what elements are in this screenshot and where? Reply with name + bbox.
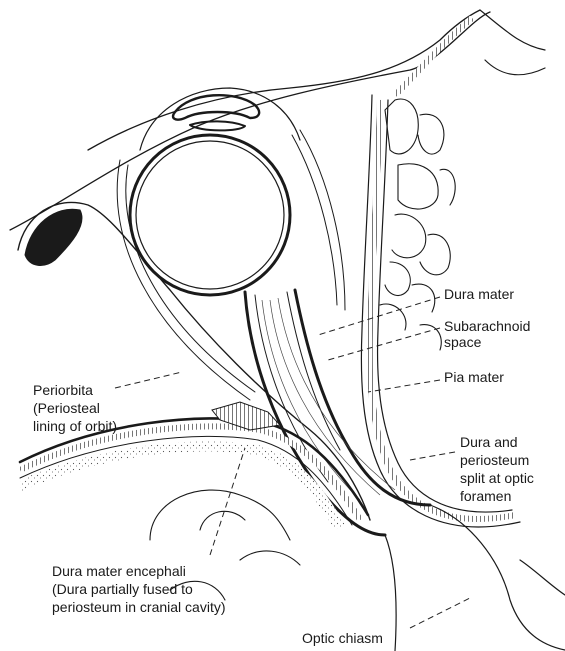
label-dura-periosteum-3: split at optic bbox=[460, 470, 534, 487]
label-dura-encephali-1: Dura mater encephali bbox=[52, 563, 186, 580]
periorbita-right bbox=[300, 130, 345, 310]
leader-dura-periosteum bbox=[410, 452, 455, 460]
frontal-bone-outer bbox=[88, 10, 480, 150]
label-pia-mater: Pia mater bbox=[444, 369, 504, 386]
label-dura-encephali-3: periosteum in cranial cavity) bbox=[52, 599, 226, 616]
label-dura-encephali-2: (Dura partially fused to bbox=[52, 581, 193, 598]
label-optic-chiasm: Optic chiasm bbox=[302, 630, 383, 647]
optic-tract-left bbox=[385, 535, 396, 651]
optic-tract-right bbox=[430, 505, 565, 650]
label-subarachnoid-2: space bbox=[444, 334, 481, 351]
label-periorbita-1: Periorbita bbox=[33, 382, 93, 399]
periorbita-right-2 bbox=[292, 135, 337, 305]
leader-optic-chiasm bbox=[410, 598, 470, 628]
periorbita-left bbox=[117, 160, 250, 400]
chiasm-curve bbox=[520, 560, 565, 595]
label-subarachnoid-1: Subarachnoid bbox=[444, 318, 530, 335]
eyeball bbox=[130, 135, 290, 295]
label-dura-mater: Dura mater bbox=[444, 286, 514, 303]
label-dura-periosteum-4: foramen bbox=[460, 488, 511, 505]
label-dura-periosteum-2: periosteum bbox=[460, 452, 529, 469]
label-periorbita-3: lining of orbit) bbox=[33, 418, 117, 435]
nasal-bone-top bbox=[480, 10, 545, 75]
eyeball-inner bbox=[136, 141, 284, 289]
frontal-wall-band bbox=[395, 18, 472, 95]
leader-dura-encephali bbox=[210, 448, 245, 555]
label-dura-periosteum-1: Dura and bbox=[460, 434, 518, 451]
periorbita-left-2 bbox=[126, 165, 255, 392]
eyelid-upper bbox=[140, 88, 300, 150]
leader-subarachnoid bbox=[328, 328, 440, 360]
label-periorbita-2: (Periosteal bbox=[33, 400, 100, 417]
optic-nerve-fibers bbox=[262, 298, 395, 500]
leader-periorbita bbox=[115, 372, 182, 388]
